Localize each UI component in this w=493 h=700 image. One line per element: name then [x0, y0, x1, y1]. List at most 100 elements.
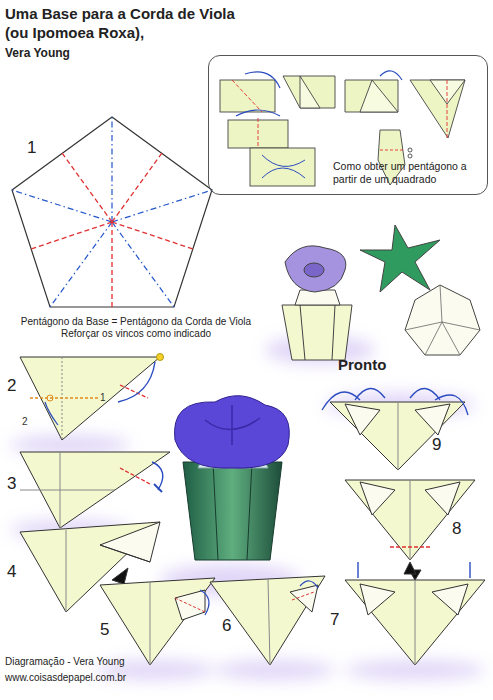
finished-model-photo: [175, 396, 290, 468]
pentagon-crease-pattern: [62, 153, 112, 222]
step-8-drawing: [404, 562, 416, 574]
pentagon-from-square-sketch: [245, 72, 280, 88]
step-7-drawing: [415, 580, 416, 665]
step-5-drawing: [150, 582, 151, 665]
finished-model-photo: [205, 405, 260, 445]
step-4-drawing: [66, 530, 67, 612]
glow-shadow: [10, 336, 485, 680]
pentagon-crease-pattern: [112, 222, 174, 307]
step-note: Pentágono da Base = Pentágono da Corda d…: [5, 316, 267, 340]
pentagon-from-square-sketch: [258, 118, 259, 150]
step-2-drawing: [30, 397, 98, 398]
pentagon-from-square-sketch: [408, 154, 412, 158]
finished-model-drawing: [282, 225, 480, 360]
pentagon-from-square-sketch: [236, 110, 280, 116]
step-6-drawing: [300, 581, 318, 588]
sub-step-number: 1: [100, 392, 106, 404]
pentagon-from-square-sketch: [408, 148, 412, 152]
finished-model-drawing: [405, 285, 480, 355]
finished-model-drawing: [405, 322, 442, 330]
finished-model-drawing: [304, 263, 324, 277]
step-number: 3: [7, 474, 16, 494]
pentagon-crease-pattern: [12, 117, 212, 307]
step-9-drawing: [322, 392, 360, 410]
step-3-drawing: [20, 452, 170, 528]
finished-model-photo: [213, 462, 218, 560]
finished-model-photo: [183, 462, 282, 560]
step-9-drawing: [398, 402, 399, 470]
pentagon-crease-pattern: [112, 222, 193, 249]
step-3-drawing: [152, 462, 163, 490]
info-box: Como obter um pentágono a partir de um q…: [208, 55, 488, 195]
finished-model-drawing: [300, 305, 305, 360]
step-5-drawing: [100, 578, 215, 665]
step-7-drawing: [469, 562, 470, 578]
step-9-drawing: [322, 388, 468, 470]
step-5-drawing: [100, 578, 215, 665]
pentagon-crease-pattern: [12, 117, 212, 307]
pentagon-from-square-sketch: [283, 76, 335, 108]
finished-model-drawing: [282, 305, 352, 360]
finished-model-drawing: [440, 285, 442, 322]
step-3-drawing: [20, 452, 170, 528]
glow-shadow: [215, 660, 335, 680]
step-number: 2: [7, 376, 16, 396]
step-number: 4: [7, 562, 16, 582]
pentagon-from-square-sketch: [262, 155, 305, 178]
step-number: 8: [452, 519, 461, 539]
step-7-drawing: [345, 580, 485, 665]
finished-model-drawing: [442, 322, 460, 355]
pentagon-from-square-sketch: [380, 150, 405, 151]
pentagon-from-square-sketch: [380, 71, 402, 80]
step-7-drawing: [357, 562, 358, 578]
step-7-drawing: [432, 584, 468, 615]
step-4-drawing: [100, 522, 160, 562]
pentagon-crease-pattern: [111, 222, 112, 307]
finished-label: Pronto: [338, 356, 386, 374]
step-9-drawing: [410, 388, 440, 400]
credit: Diagramação - Vera Young: [5, 656, 125, 668]
step-2-drawing: [20, 354, 164, 441]
pentagon-from-square-sketch: [232, 80, 262, 112]
step-9-drawing: [435, 395, 468, 415]
finished-model-drawing: [405, 285, 480, 355]
step-5-drawing: [200, 590, 209, 615]
step-2-drawing: [47, 395, 53, 401]
step-number: 7: [330, 610, 339, 630]
finished-model-photo: [247, 462, 252, 560]
step-number: 6: [222, 616, 231, 636]
pentagon-crease-pattern: [12, 190, 112, 222]
step-8-drawing: [360, 482, 395, 515]
step-5-drawing: [175, 590, 205, 620]
finished-model-drawing: [285, 246, 346, 292]
step-8-drawing: [345, 480, 475, 574]
sub-step-number: 2: [22, 416, 28, 428]
pentagon-from-square-sketch: [447, 80, 448, 138]
step-number: 9: [432, 435, 441, 455]
step-4-drawing: [112, 568, 128, 584]
pentagon-crease-pattern: [12, 117, 212, 307]
website: www.coisasdepapel.com.br: [5, 672, 126, 684]
step-2-drawing: [157, 354, 164, 361]
finished-model-photo: [175, 396, 290, 560]
pentagon-from-square-sketch: [360, 80, 398, 112]
finished-model-drawing: [332, 305, 335, 360]
step-4-drawing: [100, 545, 150, 562]
finished-model-drawing: [360, 225, 440, 292]
pentagon-from-square-sketch: [430, 80, 465, 104]
step-3-drawing: [20, 490, 115, 491]
step-number: 5: [100, 620, 109, 640]
step-6-drawing: [292, 592, 314, 600]
pentagon-crease-pattern: [50, 222, 112, 307]
step-6-drawing: [210, 576, 325, 665]
pentagon-crease-pattern: [31, 222, 112, 249]
step-number: 1: [27, 138, 36, 158]
pentagon-crease-pattern: [111, 117, 112, 222]
step-6-drawing: [268, 579, 270, 665]
page-title: Uma Base para a Corda de Viola (ou Ipomo…: [5, 4, 257, 42]
step-2-drawing: [45, 402, 58, 425]
pentagon-from-square-sketch: [250, 148, 315, 186]
pentagon-from-square-sketch: [345, 80, 398, 112]
step-2-drawing: [118, 362, 155, 402]
finished-model-drawing: [425, 322, 442, 355]
